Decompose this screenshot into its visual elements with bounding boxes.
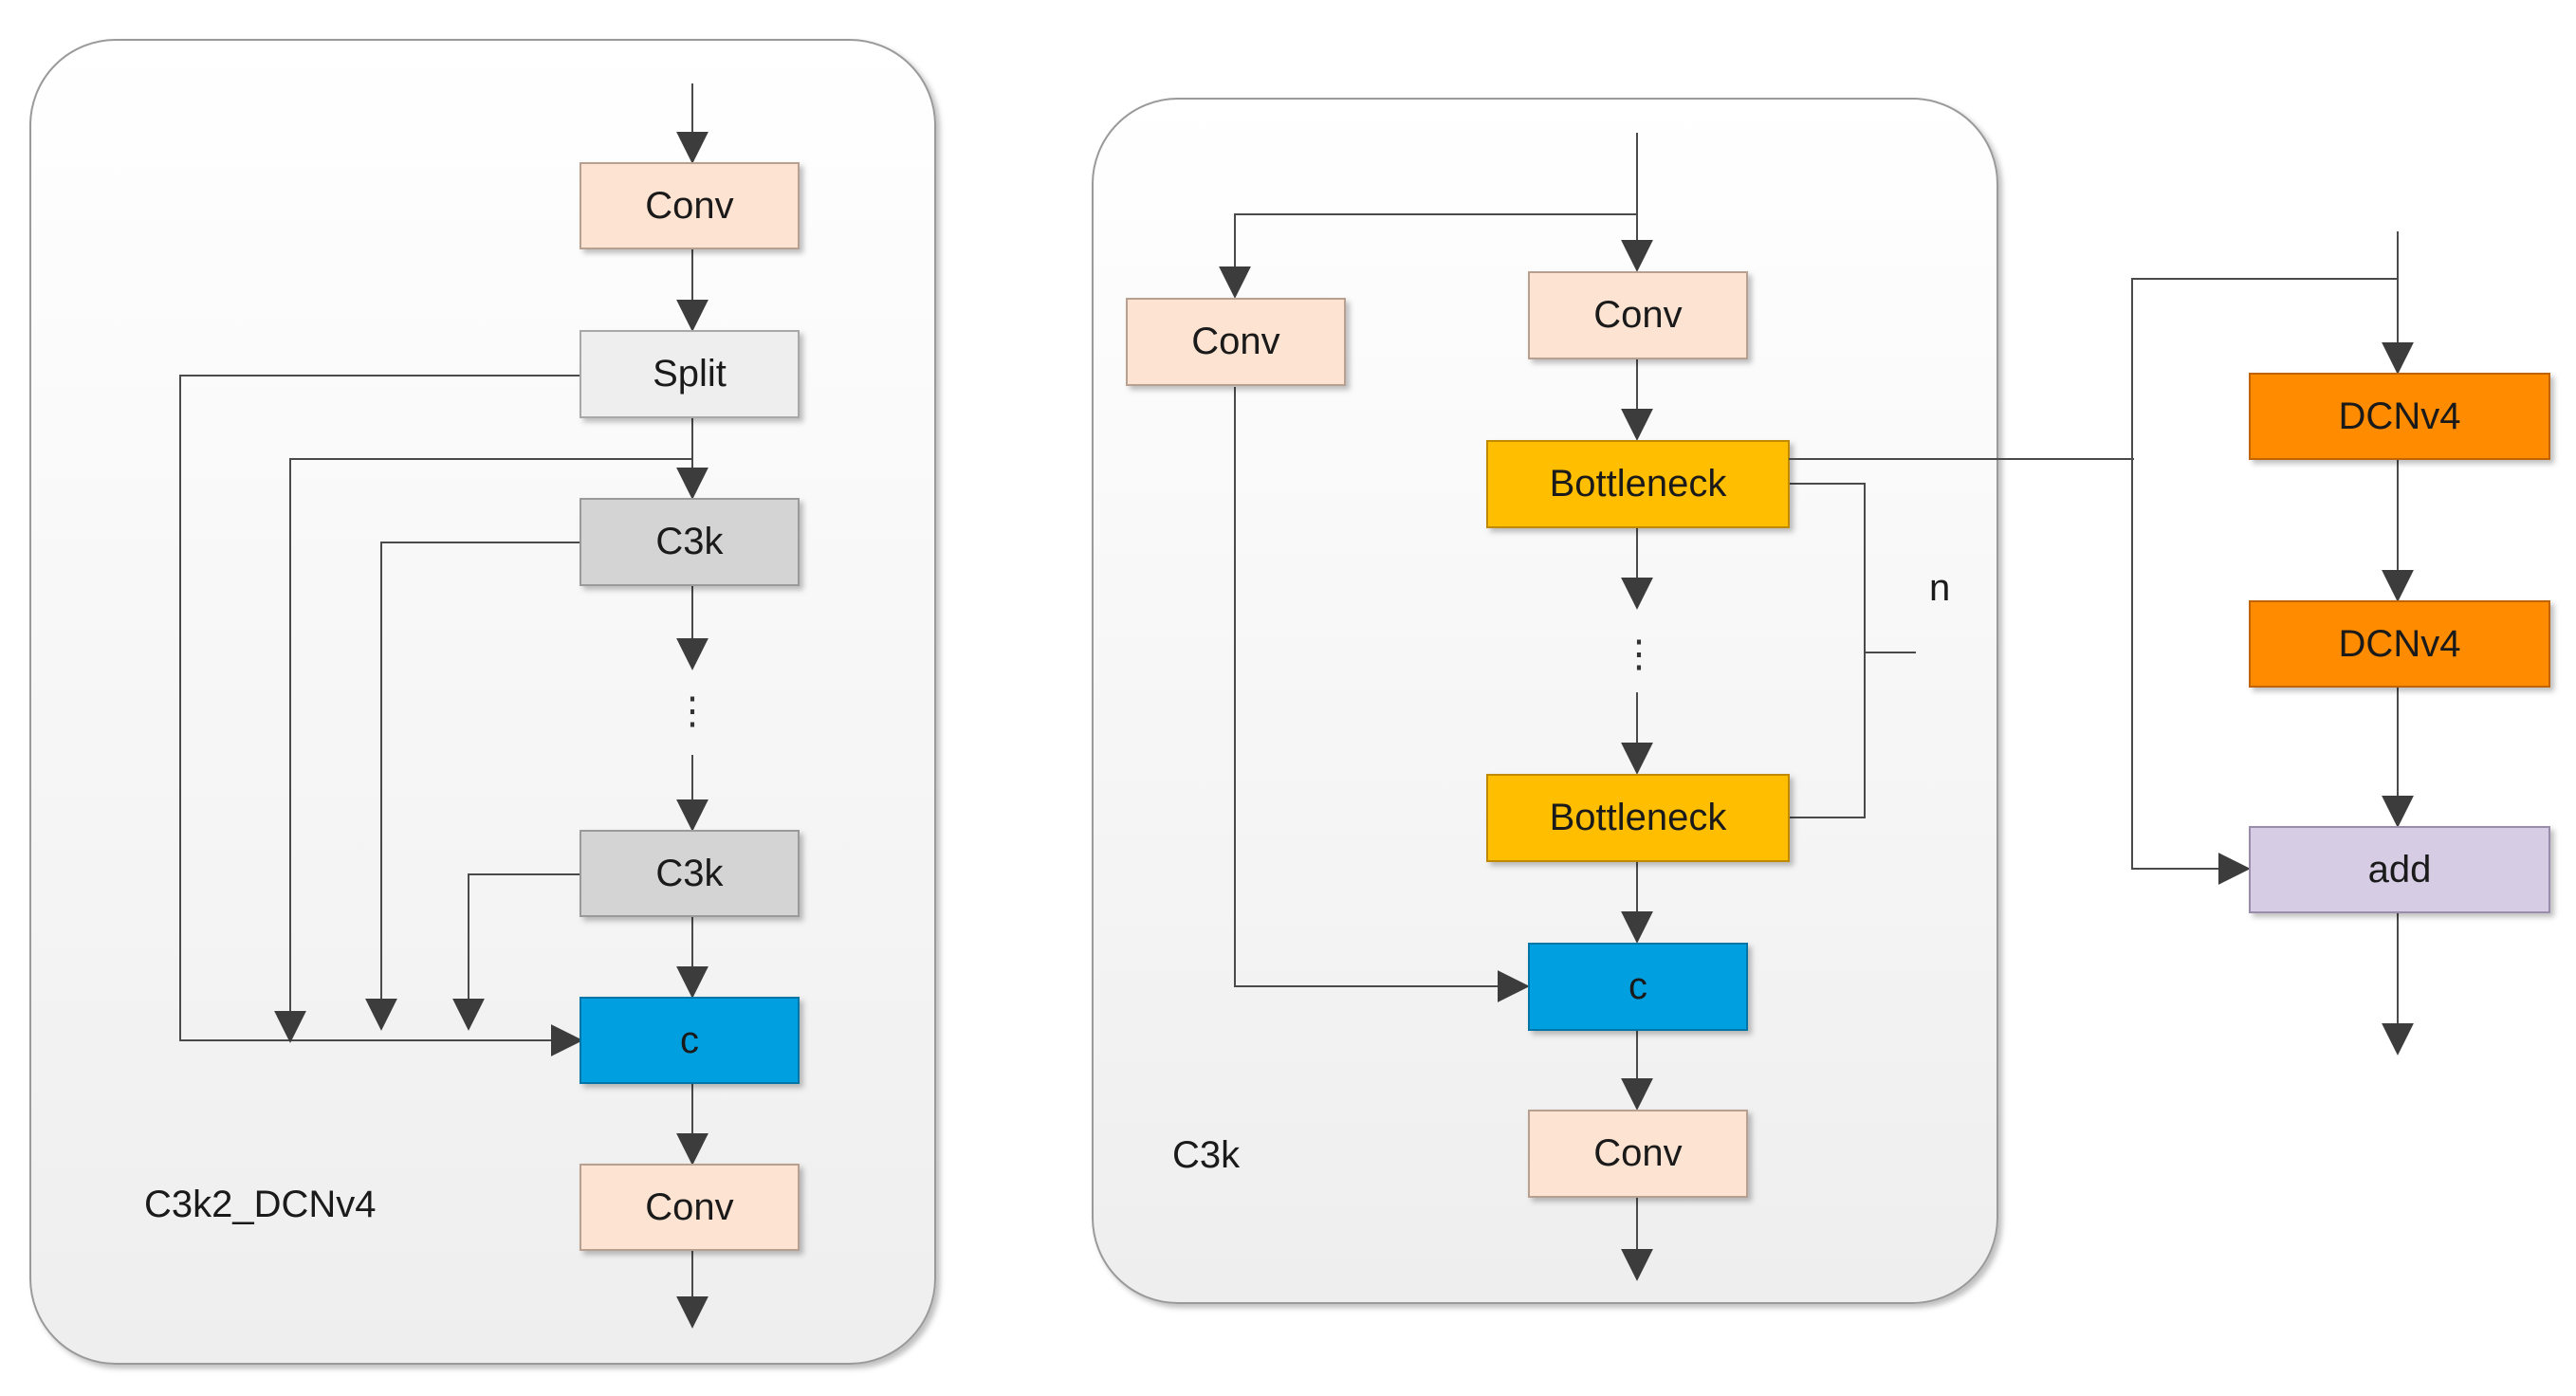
panel-c3k: Conv Conv Bottleneck ⋮ Bottleneck c Conv…	[1092, 98, 1998, 1304]
concat-block: c	[1528, 943, 1748, 1031]
residual-branch-arrow	[2131, 278, 2398, 885]
conv-block: Conv	[580, 1164, 800, 1251]
split-branch-arrow	[274, 458, 692, 1043]
c3k-block: C3k	[580, 498, 800, 586]
split-label: Split	[653, 353, 727, 395]
conv-block: Conv	[580, 162, 800, 249]
conv-box	[580, 1164, 800, 1251]
concat-box	[1528, 943, 1748, 1031]
conv-label: Conv	[1191, 321, 1279, 362]
conv-block: Conv	[1528, 271, 1748, 359]
side-conv-to-concat-arrow	[1234, 387, 1530, 1002]
conv-box	[580, 162, 800, 249]
dcnv4-block: DCNv4	[2249, 373, 2550, 460]
bottleneck-block: Bottleneck	[1486, 440, 1790, 528]
panel-c3k2-connectors	[179, 83, 708, 1329]
side-branch-arrow	[1219, 213, 1637, 299]
conv-block: Conv	[1126, 298, 1346, 386]
conv-label: Conv	[645, 185, 733, 227]
concat-box	[580, 997, 800, 1084]
panel-c3k-connectors	[1219, 133, 1916, 1281]
dcnv4-label: DCNv4	[2339, 623, 2461, 665]
dcnv4-box	[2249, 373, 2550, 460]
ellipsis-mark: ⋮	[1620, 634, 1658, 675]
split-box	[580, 330, 800, 418]
dcnv4-box	[2249, 600, 2550, 688]
c3k-label: C3k	[655, 521, 724, 562]
concat-block: c	[580, 997, 800, 1084]
bottleneck-label: Bottleneck	[1550, 797, 1728, 838]
add-label: add	[2368, 849, 2432, 891]
repeat-count-label: n	[1929, 567, 1950, 609]
c3k-first-branch-arrow	[365, 542, 580, 1031]
conv-label: Conv	[1593, 294, 1682, 336]
add-block: add	[2249, 826, 2550, 913]
c3k-last-branch-arrow	[452, 873, 580, 1031]
panel-c3k2-dcnv4: Conv Split C3k ⋮ C3k c Conv C3k2_DCNv4	[29, 39, 936, 1365]
bottleneck-detail-connectors	[1789, 231, 2414, 1056]
concat-label: c	[680, 1019, 699, 1061]
bottleneck-box	[1486, 440, 1790, 528]
c3k-label: C3k	[655, 853, 724, 894]
bottleneck-label: Bottleneck	[1550, 463, 1728, 505]
split-bypass-arrow	[179, 375, 583, 1056]
bottleneck-block: Bottleneck	[1486, 774, 1790, 862]
conv-box	[1528, 271, 1748, 359]
repeat-bracket	[1789, 483, 1866, 818]
panel-title: C3k2_DCNv4	[144, 1184, 377, 1225]
panel-bottleneck-detail: DCNv4 DCNv4 add	[1789, 231, 2550, 1056]
ellipsis-mark: ⋮	[673, 690, 711, 732]
panel-c3k-background	[1092, 98, 1998, 1304]
c3k-box	[580, 498, 800, 586]
conv-label: Conv	[645, 1186, 733, 1228]
conv-box	[1528, 1110, 1748, 1198]
conv-box	[1126, 298, 1346, 386]
bottleneck-box	[1486, 774, 1790, 862]
conv-block: Conv	[1528, 1110, 1748, 1198]
split-block: Split	[580, 330, 800, 418]
conv-label: Conv	[1593, 1132, 1682, 1174]
add-box	[2249, 826, 2550, 913]
concat-label: c	[1628, 965, 1647, 1007]
panel-title: C3k	[1172, 1134, 1241, 1176]
c3k-block: C3k	[580, 830, 800, 917]
dcnv4-block: DCNv4	[2249, 600, 2550, 688]
c3k-box	[580, 830, 800, 917]
dcnv4-label: DCNv4	[2339, 395, 2461, 437]
